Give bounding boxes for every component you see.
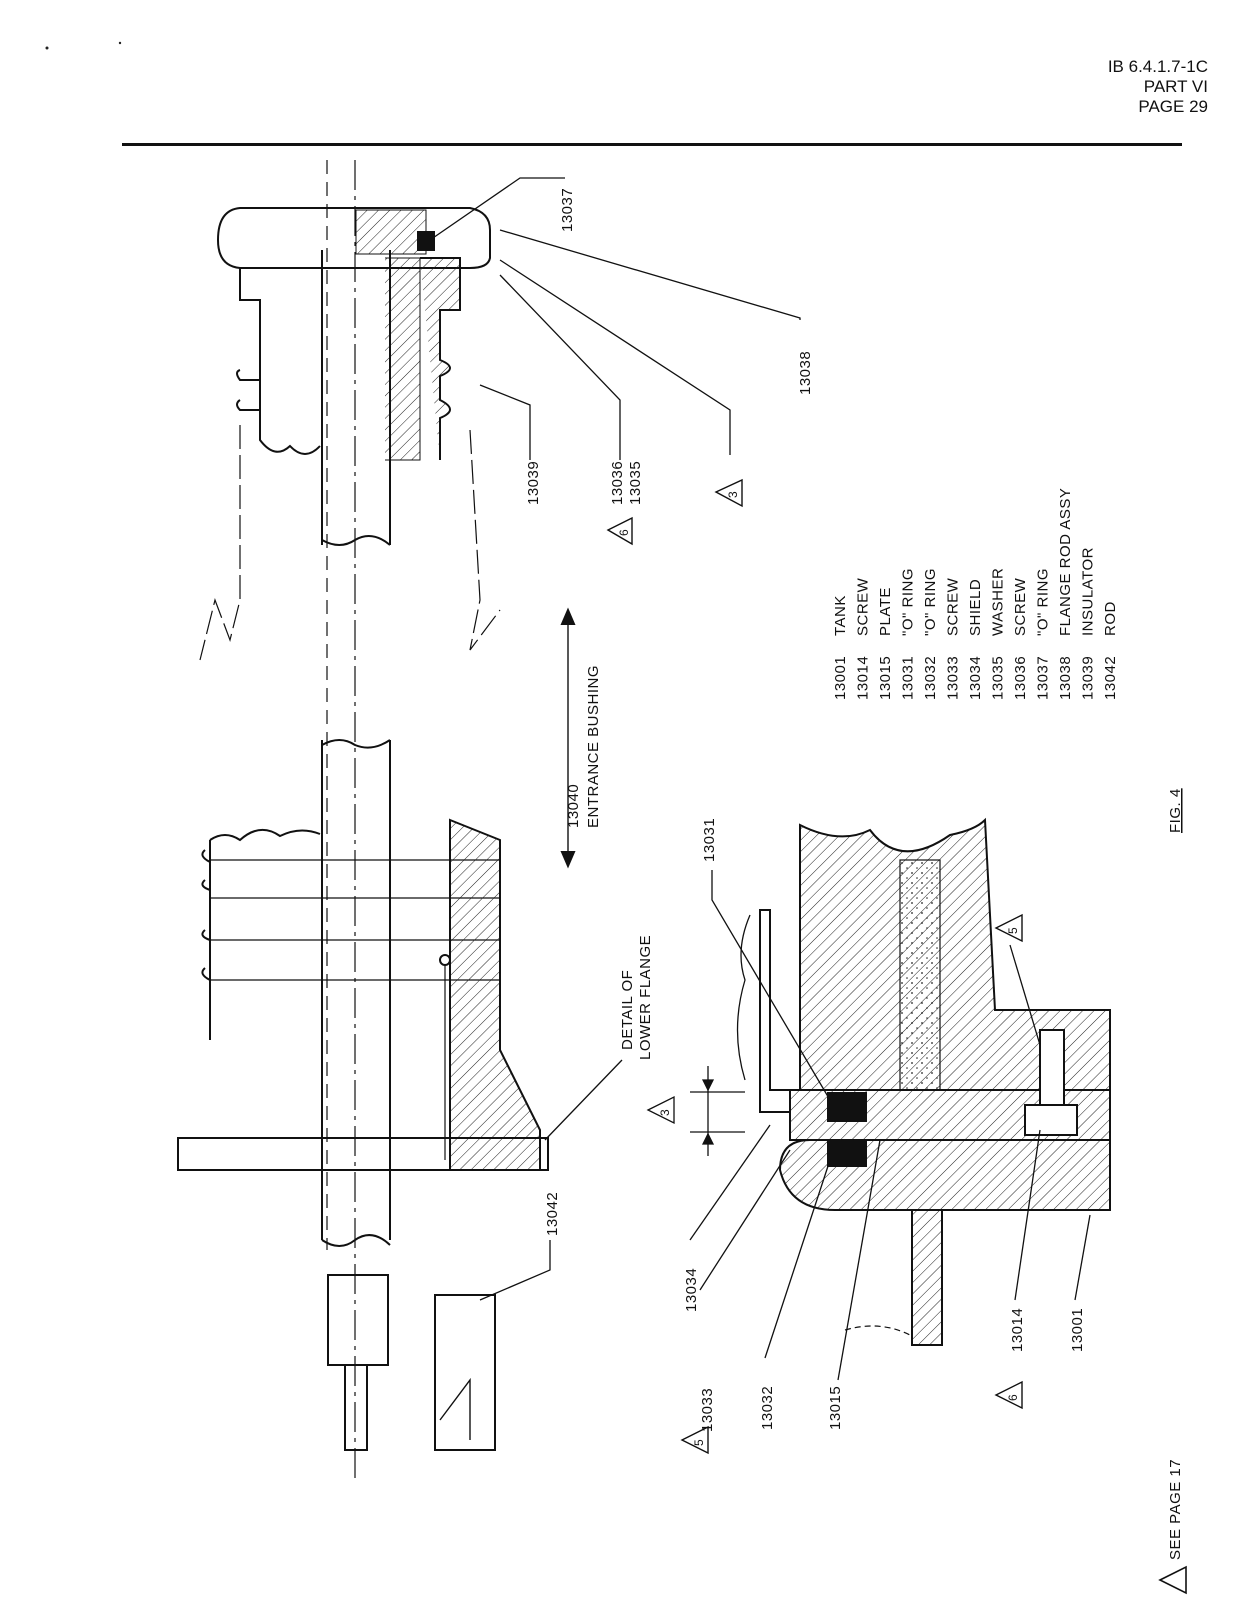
document-number: IB 6.4.1.7-1C xyxy=(1107,57,1208,76)
o-ring-13031 xyxy=(827,1092,867,1122)
cap-section xyxy=(355,209,427,255)
note-triangle-5: 5 xyxy=(994,913,1041,1046)
parts-list-number: 13015 xyxy=(877,656,894,700)
screw-head-13014 xyxy=(1024,1104,1078,1136)
tank-lower-wall xyxy=(911,1209,943,1346)
entrance-bushing-drawing xyxy=(177,160,576,1480)
insulator-lower-left xyxy=(209,829,321,1040)
parts-list-name: WASHER xyxy=(990,568,1007,636)
parts-list-name: "O" RING xyxy=(1035,568,1052,636)
header-rule xyxy=(122,143,1182,146)
lower-flange xyxy=(177,1137,549,1171)
callout-leaders-lower xyxy=(689,870,1091,1381)
insulator-sheds-left xyxy=(236,369,260,411)
parts-list-name: FLANGE ROD ASSY xyxy=(1057,488,1074,636)
break-line-right xyxy=(469,429,501,651)
svg-text:6: 6 xyxy=(1006,1394,1020,1401)
figure-caption: FIG. 4 xyxy=(1167,788,1184,833)
parts-list-number: 13034 xyxy=(967,656,984,700)
bushing-number: 13040 xyxy=(565,784,582,828)
callout-13001: 13001 xyxy=(1069,1308,1086,1352)
parts-list-number: 13037 xyxy=(1035,656,1052,700)
part-label: PART VI xyxy=(1143,77,1208,96)
tank-wall-section xyxy=(799,817,1111,1091)
callout-13015: 13015 xyxy=(827,1386,844,1430)
shield-13034 xyxy=(759,909,791,1113)
callout-13033: 13033 xyxy=(699,1388,716,1432)
parts-list-name: "O" RING xyxy=(922,568,939,636)
parts-list: 13001 TANK 13014 SCREW 13015 PLATE 13031 "O" RI… xyxy=(832,488,1119,700)
parts-list-number: 13039 xyxy=(1080,656,1097,700)
note-triangle-6-lower: 6 xyxy=(994,1380,1023,1410)
callout-13014: 13014 xyxy=(1009,1308,1026,1352)
parts-list-number: 13038 xyxy=(1057,656,1074,700)
svg-text:3: 3 xyxy=(726,491,740,498)
parts-list-name: "O" RING xyxy=(900,568,917,636)
parts-list-name: SCREW xyxy=(945,577,962,636)
dimension-3 xyxy=(646,1066,745,1156)
callout-13042: 13042 xyxy=(544,1192,561,1236)
parts-list-name: INSULATOR xyxy=(1080,547,1097,636)
note-triangle-5-lower: 5 xyxy=(680,1425,709,1455)
callout-leaders-top xyxy=(429,177,801,1301)
parts-list-number: 13014 xyxy=(855,656,872,700)
bushing-title: ENTRANCE BUSHING xyxy=(585,665,602,828)
parts-list-name: PLATE xyxy=(877,587,894,636)
page-label: PAGE 29 xyxy=(1138,97,1208,116)
rod-end-left xyxy=(327,1274,389,1366)
callout-13036: 13036 xyxy=(609,461,626,505)
rod-break-lower xyxy=(321,739,391,749)
o-ring-13037 xyxy=(417,231,435,251)
rod-break-upper xyxy=(321,535,391,546)
insulator-section-upper xyxy=(420,257,461,460)
parts-list-name: TANK xyxy=(832,595,849,636)
scan-mark xyxy=(45,46,49,50)
o-ring-13032 xyxy=(827,1139,867,1167)
callout-13035: 13035 xyxy=(627,461,644,505)
note-triangle-3-upper: 3 xyxy=(714,478,743,508)
parts-list-number: 13033 xyxy=(945,656,962,700)
top-cap xyxy=(216,207,491,269)
callout-13031: 13031 xyxy=(701,818,718,862)
break-line-left xyxy=(199,425,241,661)
insulator-section-lower xyxy=(449,818,541,1171)
rod-break-bottom xyxy=(321,1234,391,1247)
scan-mark xyxy=(118,41,122,45)
insulating-layer xyxy=(899,859,941,1091)
detail-label-line1: DETAIL OF xyxy=(619,970,636,1050)
insulator-upper-left xyxy=(239,268,321,455)
parts-list-number: 13031 xyxy=(900,656,917,700)
parts-list-number: 13042 xyxy=(1102,656,1119,700)
pin-ring xyxy=(439,954,451,966)
svg-text:SEE PAGE 17: SEE PAGE 17 xyxy=(1167,1459,1184,1560)
parts-list-name: SHIELD xyxy=(967,579,984,636)
callout-13034: 13034 xyxy=(683,1268,700,1312)
note-3-lower: 3 xyxy=(658,1109,672,1116)
parts-list-name: SCREW xyxy=(855,577,872,636)
screw-shank-13014 xyxy=(1039,1029,1065,1106)
callout-13038: 13038 xyxy=(797,351,814,395)
shield-section xyxy=(385,257,421,461)
parts-list-number: 13001 xyxy=(832,656,849,700)
insulator-sheds-lower xyxy=(201,849,211,981)
lower-flange-detail xyxy=(736,817,1111,1346)
detail-label-line2: LOWER FLANGE xyxy=(637,935,654,1060)
note-triangle-6-upper: 6 xyxy=(606,516,633,546)
parts-list-number: 13032 xyxy=(922,656,939,700)
callout-13032: 13032 xyxy=(759,1386,776,1430)
parts-list-name: SCREW xyxy=(1012,577,1029,636)
parts-list-name: ROD xyxy=(1102,601,1119,636)
svg-text:5: 5 xyxy=(692,1439,706,1446)
parts-list-number: 13036 xyxy=(1012,656,1029,700)
svg-text:6: 6 xyxy=(617,529,631,536)
callout-13039: 13039 xyxy=(525,461,542,505)
rod-end-right xyxy=(434,1294,496,1451)
see-page-note: SEE PAGE 17 xyxy=(1158,1459,1187,1595)
svg-text:5: 5 xyxy=(1006,927,1020,934)
rod-end-left-tip xyxy=(344,1364,368,1451)
callout-13037: 13037 xyxy=(559,188,576,232)
parts-list-number: 13035 xyxy=(990,656,1007,700)
